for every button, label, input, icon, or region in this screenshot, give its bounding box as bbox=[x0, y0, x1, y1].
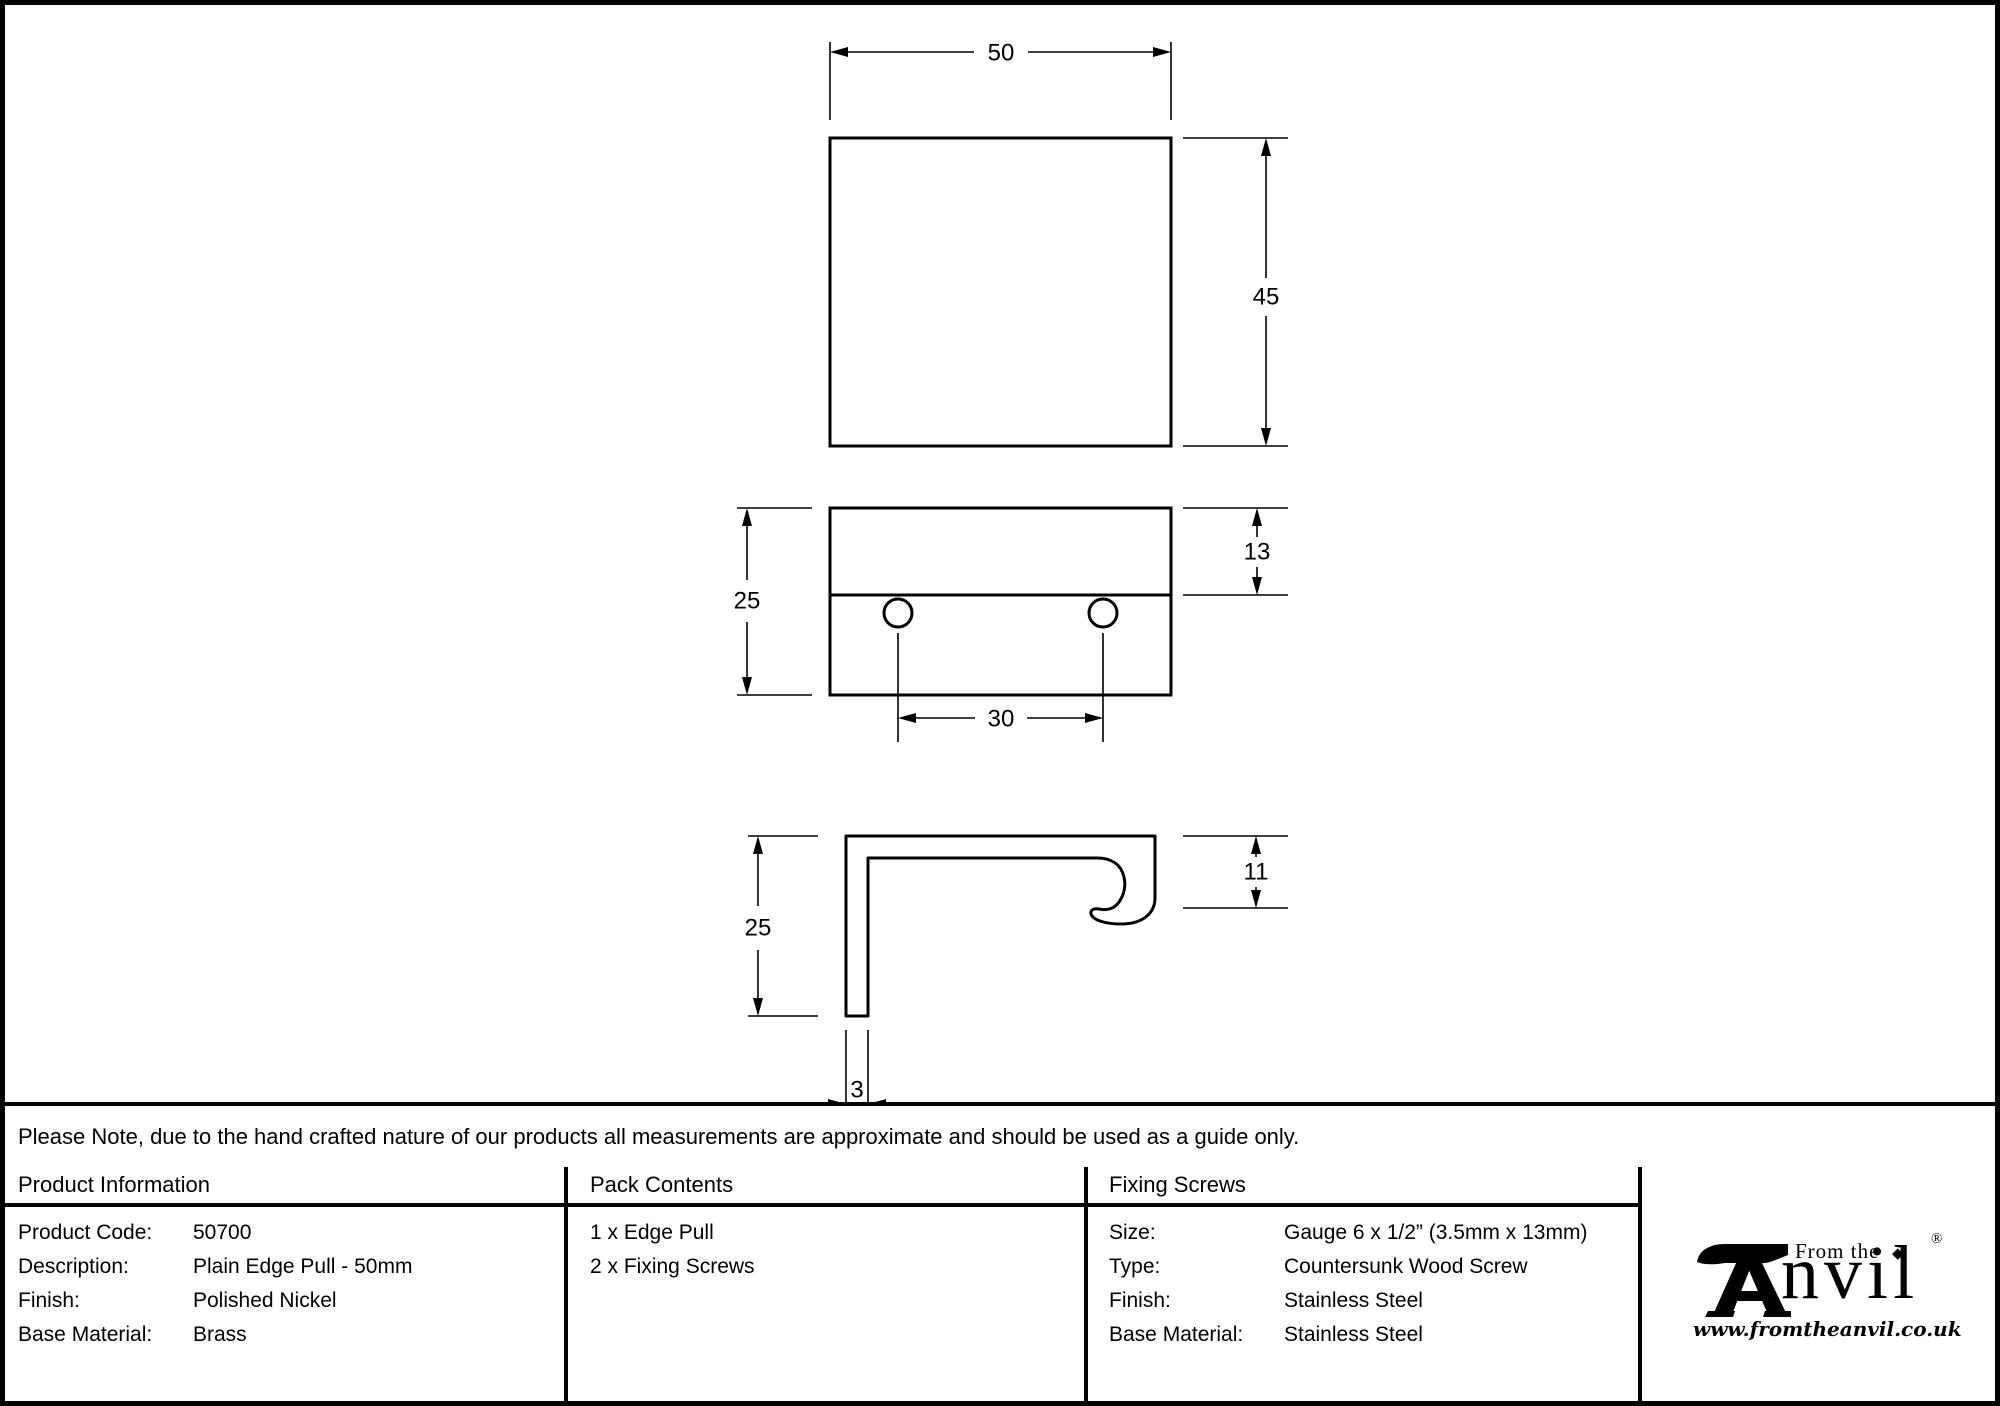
spec-table: Product Information Pack Contents Fixing… bbox=[0, 1167, 2000, 1406]
row-label: Base Material: bbox=[18, 1323, 153, 1346]
product-information-body: Product Code: 50700 Description: Plain E… bbox=[0, 1207, 568, 1406]
row-value: 50700 bbox=[193, 1221, 252, 1244]
measurement-note: Please Note, due to the hand crafted nat… bbox=[0, 1102, 2000, 1171]
dim-side-lip bbox=[1183, 835, 1288, 909]
table-row: Base Material: Brass bbox=[18, 1318, 564, 1352]
measurement-note-text: Please Note, due to the hand crafted nat… bbox=[18, 1123, 1300, 1149]
table-row: Finish: Polished Nickel bbox=[18, 1284, 564, 1318]
dim-arrow bbox=[753, 836, 763, 854]
dim-front-height-label: 25 bbox=[734, 588, 761, 615]
dim-arrow bbox=[1251, 836, 1261, 854]
fixing-screws-title: Fixing Screws bbox=[1109, 1172, 1246, 1197]
dim-arrow bbox=[1252, 508, 1262, 526]
screw-hole-left bbox=[882, 597, 914, 629]
dim-arrow bbox=[830, 47, 848, 57]
row-label: Type: bbox=[1109, 1255, 1161, 1278]
front-view: 25 13 30 bbox=[734, 506, 1288, 742]
dim-arrow bbox=[1252, 577, 1262, 595]
dim-arrow bbox=[1153, 47, 1171, 57]
top-view: 50 45 bbox=[828, 40, 1288, 448]
dim-side-height bbox=[748, 835, 818, 1017]
registered-trademark-icon: ® bbox=[1931, 1230, 1943, 1247]
dim-front-lip bbox=[1183, 507, 1288, 596]
screw-hole-right bbox=[1087, 597, 1119, 629]
dim-side-height-label: 25 bbox=[745, 915, 772, 942]
row-value: Stainless Steel bbox=[1284, 1323, 1423, 1346]
product-information-header: Product Information bbox=[0, 1167, 568, 1207]
dim-front-lip-label: 13 bbox=[1244, 539, 1271, 566]
pack-contents-title: Pack Contents bbox=[590, 1172, 734, 1197]
dim-top-width bbox=[829, 42, 1172, 120]
row-value: Polished Nickel bbox=[193, 1289, 337, 1312]
dim-arrow bbox=[742, 677, 752, 695]
anvil-icon bbox=[1697, 1243, 1791, 1317]
row-label: Product Code: bbox=[18, 1221, 153, 1244]
row-label: Finish: bbox=[18, 1289, 80, 1312]
row-label: Size: bbox=[1109, 1221, 1156, 1244]
table-row: Product Code: 50700 bbox=[18, 1216, 564, 1250]
row-value: Plain Edge Pull - 50mm bbox=[193, 1255, 413, 1278]
from-the-anvil-logo: nvil From the ◆ ® www.fromtheanvil.co.uk bbox=[1693, 1230, 1962, 1343]
side-view: 25 11 3 bbox=[745, 834, 1288, 1112]
dim-top-height-label: 45 bbox=[1253, 284, 1280, 311]
pack-contents-header: Pack Contents bbox=[568, 1167, 1088, 1207]
dim-hole-spacing bbox=[897, 633, 1104, 742]
row-label: Base Material: bbox=[1109, 1323, 1244, 1346]
dim-arrow bbox=[1261, 138, 1271, 156]
list-item: 2 x Fixing Screws bbox=[590, 1255, 755, 1278]
side-profile-outline bbox=[844, 834, 1157, 1018]
top-view-outline bbox=[828, 136, 1173, 448]
brand-wordmark: nvil bbox=[1781, 1230, 1920, 1315]
fixing-screws-header: Fixing Screws bbox=[1088, 1167, 1642, 1207]
dim-arrow bbox=[1085, 713, 1103, 723]
dim-top-width-label: 50 bbox=[988, 40, 1015, 67]
dim-arrow bbox=[742, 508, 752, 526]
row-value: Brass bbox=[193, 1323, 247, 1346]
pack-contents-body: 1 x Edge Pull 2 x Fixing Screws bbox=[568, 1207, 1088, 1406]
dim-arrow bbox=[753, 998, 763, 1016]
row-value: Gauge 6 x 1/2” (3.5mm x 13mm) bbox=[1284, 1221, 1588, 1244]
brand-logo-cell: nvil From the ◆ ® www.fromtheanvil.co.uk bbox=[1642, 1167, 2000, 1406]
fixing-screws-body: Size: Gauge 6 x 1/2” (3.5mm x 13mm) Type… bbox=[1088, 1207, 1642, 1406]
logo-tagline: From the bbox=[1795, 1238, 1880, 1263]
dim-arrow bbox=[1261, 428, 1271, 446]
row-label: Finish: bbox=[1109, 1289, 1171, 1312]
list-item: 1 x Edge Pull bbox=[590, 1221, 714, 1244]
dim-thickness-label: 3 bbox=[850, 1077, 863, 1104]
dim-arrow bbox=[1251, 890, 1261, 908]
dim-side-lip-label: 11 bbox=[1244, 859, 1269, 886]
table-row: Base Material: Stainless Steel bbox=[1109, 1318, 1638, 1352]
dim-hole-spacing-label: 30 bbox=[988, 706, 1015, 733]
table-row: Description: Plain Edge Pull - 50mm bbox=[18, 1250, 564, 1284]
dim-top-height bbox=[1183, 137, 1288, 447]
row-label: Description: bbox=[18, 1255, 129, 1278]
table-row: Type: Countersunk Wood Screw bbox=[1109, 1250, 1638, 1284]
brand-website: www.fromtheanvil.co.uk bbox=[1693, 1316, 1962, 1341]
table-row: Size: Gauge 6 x 1/2” (3.5mm x 13mm) bbox=[1109, 1216, 1638, 1250]
front-view-outline bbox=[828, 506, 1173, 697]
dim-front-height bbox=[737, 507, 812, 696]
table-row: Finish: Stainless Steel bbox=[1109, 1284, 1638, 1318]
row-value: Countersunk Wood Screw bbox=[1284, 1255, 1528, 1278]
dim-arrow bbox=[898, 713, 916, 723]
row-value: Stainless Steel bbox=[1284, 1289, 1423, 1312]
product-information-title: Product Information bbox=[18, 1172, 210, 1197]
diamond-icon: ◆ bbox=[1892, 1244, 1904, 1262]
